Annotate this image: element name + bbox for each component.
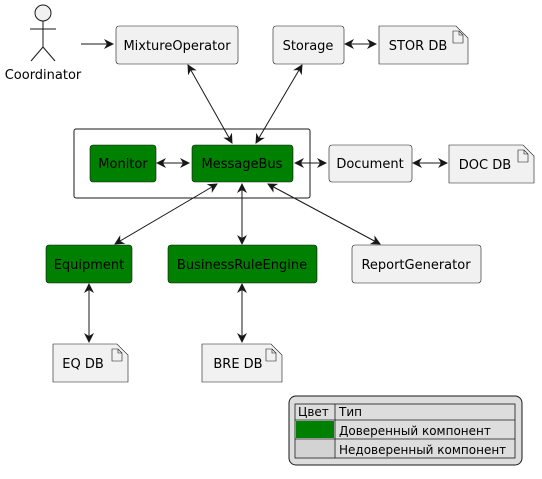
node-bre-db-label: BRE DB: [213, 357, 262, 372]
legend-header-color: Цвет: [298, 405, 329, 419]
edge-mixtureoperator-messagebus: [187, 64, 233, 144]
edges: [81, 39, 448, 343]
node-mixture-operator[interactable]: MixtureOperator: [115, 25, 239, 65]
node-report-generator[interactable]: ReportGenerator: [351, 244, 482, 284]
node-doc-db-label: DOC DB: [459, 158, 511, 173]
node-stor-db[interactable]: STOR DB: [378, 25, 469, 65]
legend-table: [294, 403, 516, 459]
node-message-bus[interactable]: MessageBus: [191, 144, 294, 183]
legend-swatch-trusted: [296, 421, 334, 438]
edge-storage-messagebus: [255, 64, 303, 144]
document-icon: [265, 348, 277, 362]
actor-head-icon: [34, 4, 52, 22]
actor-leg-left: [30, 46, 44, 62]
legend-header-type: Тип: [338, 405, 362, 419]
node-report-generator-label: ReportGenerator: [361, 258, 471, 273]
legend-swatch-untrusted: [296, 440, 334, 457]
node-monitor-label: Monitor: [98, 157, 148, 172]
document-icon: [111, 348, 123, 362]
artifact-shape: [378, 25, 469, 65]
node-document-label: Document: [336, 157, 403, 172]
node-message-bus-label: MessageBus: [202, 157, 283, 172]
node-business-rule-engine[interactable]: BusinessRuleEngine: [167, 244, 318, 284]
legend-type-untrusted: Недоверенный компонент: [339, 443, 506, 457]
legend-type-trusted: Доверенный компонент: [339, 424, 491, 438]
node-eq-db-label: EQ DB: [62, 357, 104, 372]
legend: Цвет Тип Доверенный компонент Недоверенн…: [288, 395, 523, 466]
node-monitor[interactable]: Monitor: [89, 144, 157, 183]
node-business-rule-engine-label: BusinessRuleEngine: [177, 258, 307, 273]
edge-messagebus-reportgenerator: [267, 183, 381, 245]
artifact-shape: [201, 343, 283, 383]
node-bre-db[interactable]: BRE DB: [201, 343, 283, 383]
edge-messagebus-equipment: [114, 183, 218, 245]
node-equipment-label: Equipment: [54, 258, 125, 273]
document-icon: [517, 149, 529, 163]
node-mixture-operator-label: MixtureOperator: [123, 39, 231, 54]
actor-coordinator[interactable]: [30, 4, 56, 62]
node-stor-db-label: STOR DB: [389, 39, 448, 54]
trusted-group-container: [73, 128, 311, 199]
node-document[interactable]: Document: [328, 144, 413, 183]
artifact-shape: [52, 343, 129, 383]
node-eq-db[interactable]: EQ DB: [52, 343, 129, 383]
actor-leg-right: [42, 46, 56, 62]
legend-box: [288, 395, 523, 466]
document-icon: [452, 30, 464, 44]
node-storage[interactable]: Storage: [272, 25, 345, 65]
artifact-shape: [448, 144, 535, 184]
node-storage-label: Storage: [283, 39, 334, 54]
node-equipment[interactable]: Equipment: [45, 244, 133, 284]
node-doc-db[interactable]: DOC DB: [448, 144, 535, 184]
actor-coordinator-label: Coordinator: [5, 68, 82, 83]
